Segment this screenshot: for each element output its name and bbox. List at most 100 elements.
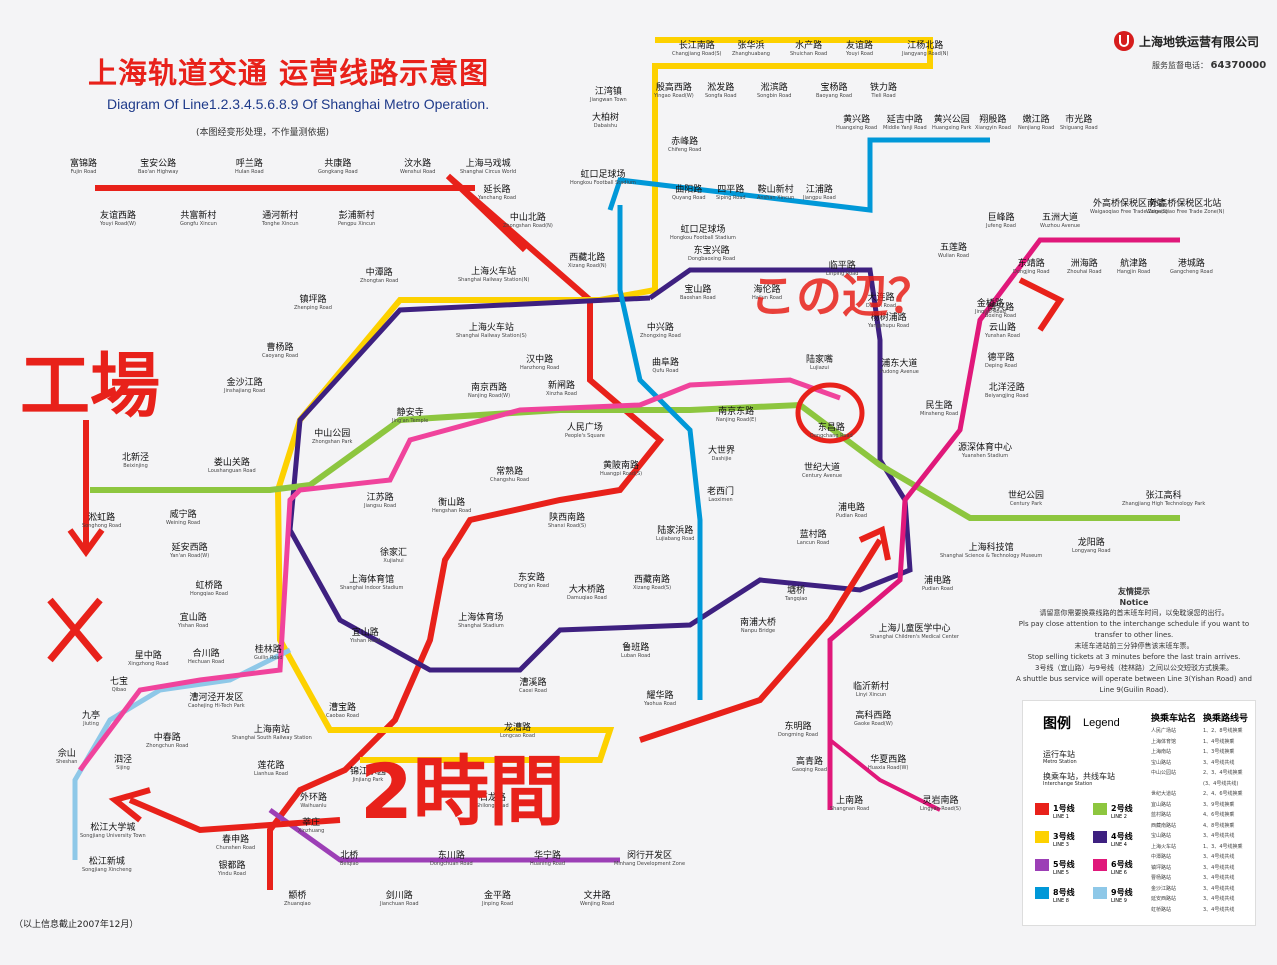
- legend-swatch: [1093, 859, 1107, 871]
- station-name-en: Beiyangjing Road: [985, 393, 1029, 399]
- station-name: 海伦路: [753, 285, 781, 295]
- station-name-en: People's Square: [565, 433, 605, 439]
- station-name-en: Shangnan Road: [830, 806, 870, 812]
- xfer-lines: 3、4号线共线: [1203, 875, 1235, 881]
- station-name-en: Jiangyang Road(N): [902, 51, 949, 57]
- station-name: 西藏南路: [634, 575, 671, 585]
- xfer-lines: 1、3、4号线换乘: [1203, 843, 1243, 850]
- station-name-en: Wulian Road: [938, 253, 970, 259]
- company-name: 上海地铁运营有限公司: [1139, 34, 1260, 49]
- xfer-station: 中山公园站: [1151, 770, 1177, 776]
- station-name-en: Jinqiao Road: [975, 309, 1006, 315]
- station-name-en: Shanghai Railway Station(S): [456, 333, 527, 339]
- xfer-station: 上海南站: [1151, 749, 1172, 755]
- station-name-en: Jinshajiang Road: [224, 388, 266, 394]
- station-name-en: Dongming Road: [778, 732, 818, 738]
- xfer-station: 宜山路站: [1151, 801, 1172, 808]
- station-name: 莲花路: [257, 761, 285, 771]
- station-name: 锦江乐园: [350, 767, 387, 777]
- station-name: 南京西路: [471, 383, 508, 393]
- station-name: 大柏树: [592, 113, 620, 123]
- station-name-en: Baoyang Road: [816, 93, 853, 99]
- xfer-station: 宝山路站: [1151, 833, 1172, 839]
- station-name-en: Hangjin Road: [1117, 269, 1151, 275]
- station-name-en: Wenjing Road: [580, 901, 615, 907]
- station-name: 剑川路: [385, 891, 413, 901]
- xfer-lines: 3、4号线共线: [1203, 759, 1235, 766]
- xfer-station: 人民广场站: [1151, 728, 1177, 734]
- station-name: 宝山路: [684, 285, 712, 295]
- station-name-en: Fujin Road: [70, 169, 97, 175]
- station-name: 航津路: [1120, 259, 1148, 269]
- line-8: [617, 205, 703, 700]
- station-name-en: Xinzhuang: [298, 828, 325, 834]
- xfer-station: 上海火车站: [1151, 843, 1177, 850]
- station-name-en: Hongkou Football Stadium: [670, 235, 736, 241]
- station-name-en: Nenjiang Road: [1018, 125, 1055, 131]
- station-name-en: Deping Road: [985, 363, 1017, 369]
- station-name-en: Middle Yanji Road: [883, 125, 927, 131]
- station-name: 娄山关路: [213, 458, 250, 468]
- station-name: 富锦路: [70, 159, 98, 169]
- station-name-en: Waigaoqiao Free Trade Zone(S): [1090, 209, 1168, 215]
- station-name-en: Huangpi Road(S): [600, 471, 643, 477]
- station-name-en: Wuzhou Avenue: [1040, 223, 1081, 229]
- station-name-en: Hongqiao Road: [190, 591, 228, 597]
- xfer-lines: 2、3、4号线换乘: [1203, 770, 1243, 776]
- station-name: 通河新村: [262, 211, 299, 221]
- xfer-lines: 1、4号线换乘: [1203, 738, 1235, 745]
- station-name: 中春路: [153, 733, 181, 743]
- station-name-en: Gaoke Road(W): [854, 721, 893, 727]
- station-name: 威宁路: [169, 510, 197, 520]
- station-name: 人民广场: [566, 423, 603, 433]
- map-note: (本图经变形处理，不作量测依据): [196, 128, 330, 138]
- station-name: 殷高西路: [655, 83, 692, 93]
- station-name: 合川路: [192, 649, 220, 659]
- xfer-row: 宝山路站 3、4号线共线: [1151, 759, 1261, 766]
- station-name: 漕宝路: [329, 703, 357, 713]
- station-name: 中潭路: [365, 268, 393, 278]
- station-name: 汉中路: [526, 355, 554, 365]
- legend-line-label-en: LINE 5: [1053, 870, 1069, 876]
- station-name-en: Caohejing Hi-Tech Park: [188, 703, 245, 709]
- line-2: [90, 401, 1180, 521]
- xfer-station: 蓝村路站: [1151, 812, 1172, 818]
- xfer-station: 曹杨路站: [1151, 875, 1172, 881]
- station-name: 镇坪路: [299, 295, 327, 305]
- station-name-en: Guilin Road: [254, 655, 283, 661]
- station-name-en: Yangshupu Road: [868, 323, 910, 329]
- station-name-en: Caobao Road: [326, 713, 360, 719]
- legend-line-label-en: LINE 6: [1111, 870, 1127, 876]
- station-name-en: Lujiabang Road: [656, 536, 695, 542]
- station-name: 水产路: [795, 41, 823, 51]
- xfer-station: 宝山路站: [1151, 759, 1172, 766]
- station-name-en: Yishan Road: [350, 638, 381, 644]
